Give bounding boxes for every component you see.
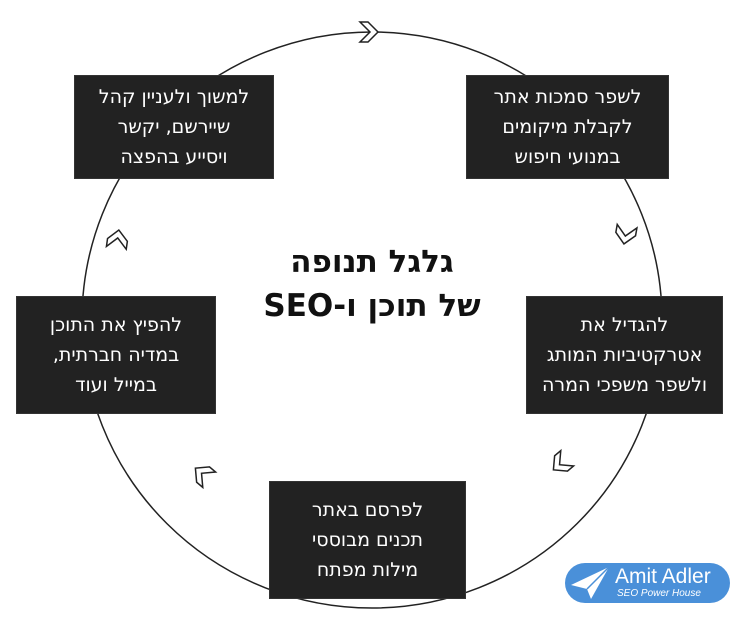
arrow-down-icon <box>615 222 638 245</box>
title-line-1: גלגל תנופה <box>290 244 454 280</box>
step-text: שיירשם, יקשר <box>117 116 231 138</box>
step-text: לפרסם באתר <box>311 499 424 521</box>
step-box-attract-audience: למשוך ולעניין קהל שיירשם, יקשר ויסייע בה… <box>75 76 273 178</box>
title-line-2: של תוכן ו-SEO <box>263 288 481 324</box>
brand-logo: Amit Adler SEO Power House <box>565 563 730 603</box>
arrow-up-left-icon <box>194 466 218 490</box>
logo-name: Amit Adler <box>615 565 711 588</box>
step-text: במדיה חברתית, <box>52 344 180 366</box>
step-box-distribute-content: להפיץ את התוכן במדיה חברתית, במייל ועוד <box>17 297 215 413</box>
step-text: להגדיל את <box>580 314 669 336</box>
step-text: ויסייע בהפצה <box>120 146 228 168</box>
step-text: לקבלת מיקומים <box>502 116 633 138</box>
step-text: למשוך ולעניין קהל <box>98 86 250 108</box>
arrow-down-left-icon <box>552 448 576 472</box>
step-text: מילות מפתח <box>316 559 419 581</box>
step-text: אטרקטיביות המותג <box>546 344 703 366</box>
arrow-right-icon <box>358 21 380 43</box>
step-text: להפיץ את התוכן <box>49 314 183 336</box>
paper-plane-icon <box>571 566 610 599</box>
step-text: לשפר סמכות אתר <box>493 86 642 108</box>
step-box-improve-authority: לשפר סמכות אתר לקבלת מיקומים במנועי חיפו… <box>467 76 668 178</box>
step-text: במנועי חיפוש <box>514 146 621 168</box>
logo-tagline: SEO Power House <box>617 588 701 599</box>
diagram-title: גלגל תנופה של תוכן ו-SEO <box>222 240 522 328</box>
step-text: במייל ועוד <box>75 374 157 396</box>
step-box-brand-attractiveness: להגדיל את אטרקטיביות המותג ולשפר משפכי ה… <box>527 297 722 413</box>
step-text: ולשפר משפכי המרה <box>541 374 708 396</box>
arrow-up-icon <box>105 229 129 252</box>
step-text: תכנים מבוססי <box>312 529 424 551</box>
step-box-publish-content: לפרסם באתר תכנים מבוססי מילות מפתח <box>270 482 465 598</box>
